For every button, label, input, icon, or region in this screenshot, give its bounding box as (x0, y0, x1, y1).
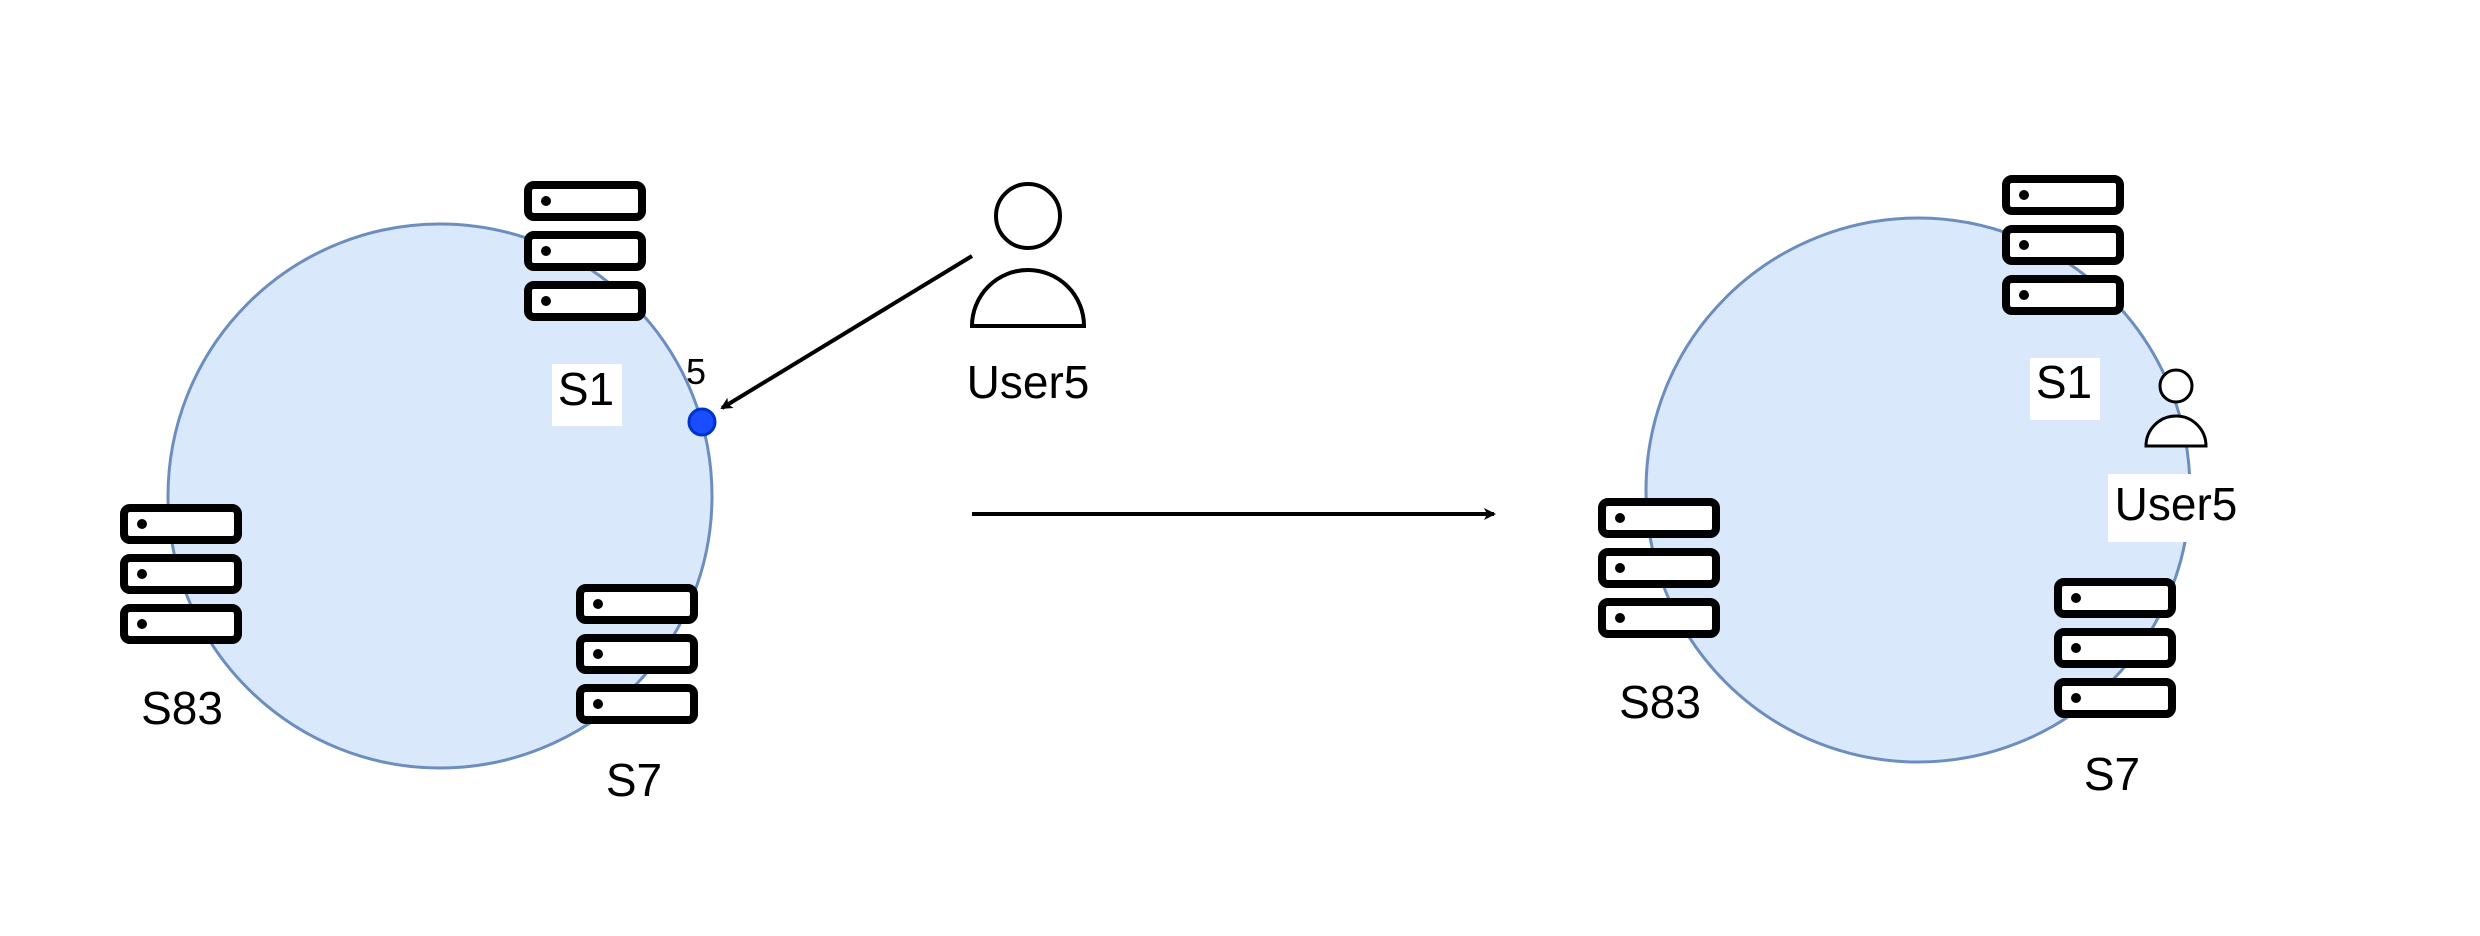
user-icon (969, 182, 1087, 328)
hash-value-label: 5 (686, 351, 706, 392)
server-label: S83 (141, 682, 223, 734)
server-label: S1 (558, 363, 614, 415)
server-icon (2058, 582, 2172, 714)
server-icon (528, 185, 642, 317)
server-label: S83 (1619, 676, 1701, 728)
server-label: S1 (2036, 356, 2092, 408)
user-icon (2144, 368, 2208, 448)
server-label: S7 (2084, 748, 2140, 800)
server-icon (1602, 502, 1716, 634)
user-label: User5 (2115, 478, 2238, 530)
server-label: S7 (606, 754, 662, 806)
server-icon (124, 508, 238, 640)
after-panel: S1 S83 S7 User5 (1602, 179, 2248, 800)
server-icon (2006, 179, 2120, 311)
hash-point (687, 407, 717, 437)
user-to-ring-arrow (720, 254, 974, 410)
before-panel: S1 S83 S7 5 User5 (124, 184, 1089, 806)
user-label: User5 (967, 356, 1090, 408)
hash-ring (166, 222, 714, 770)
server-icon (580, 588, 694, 720)
